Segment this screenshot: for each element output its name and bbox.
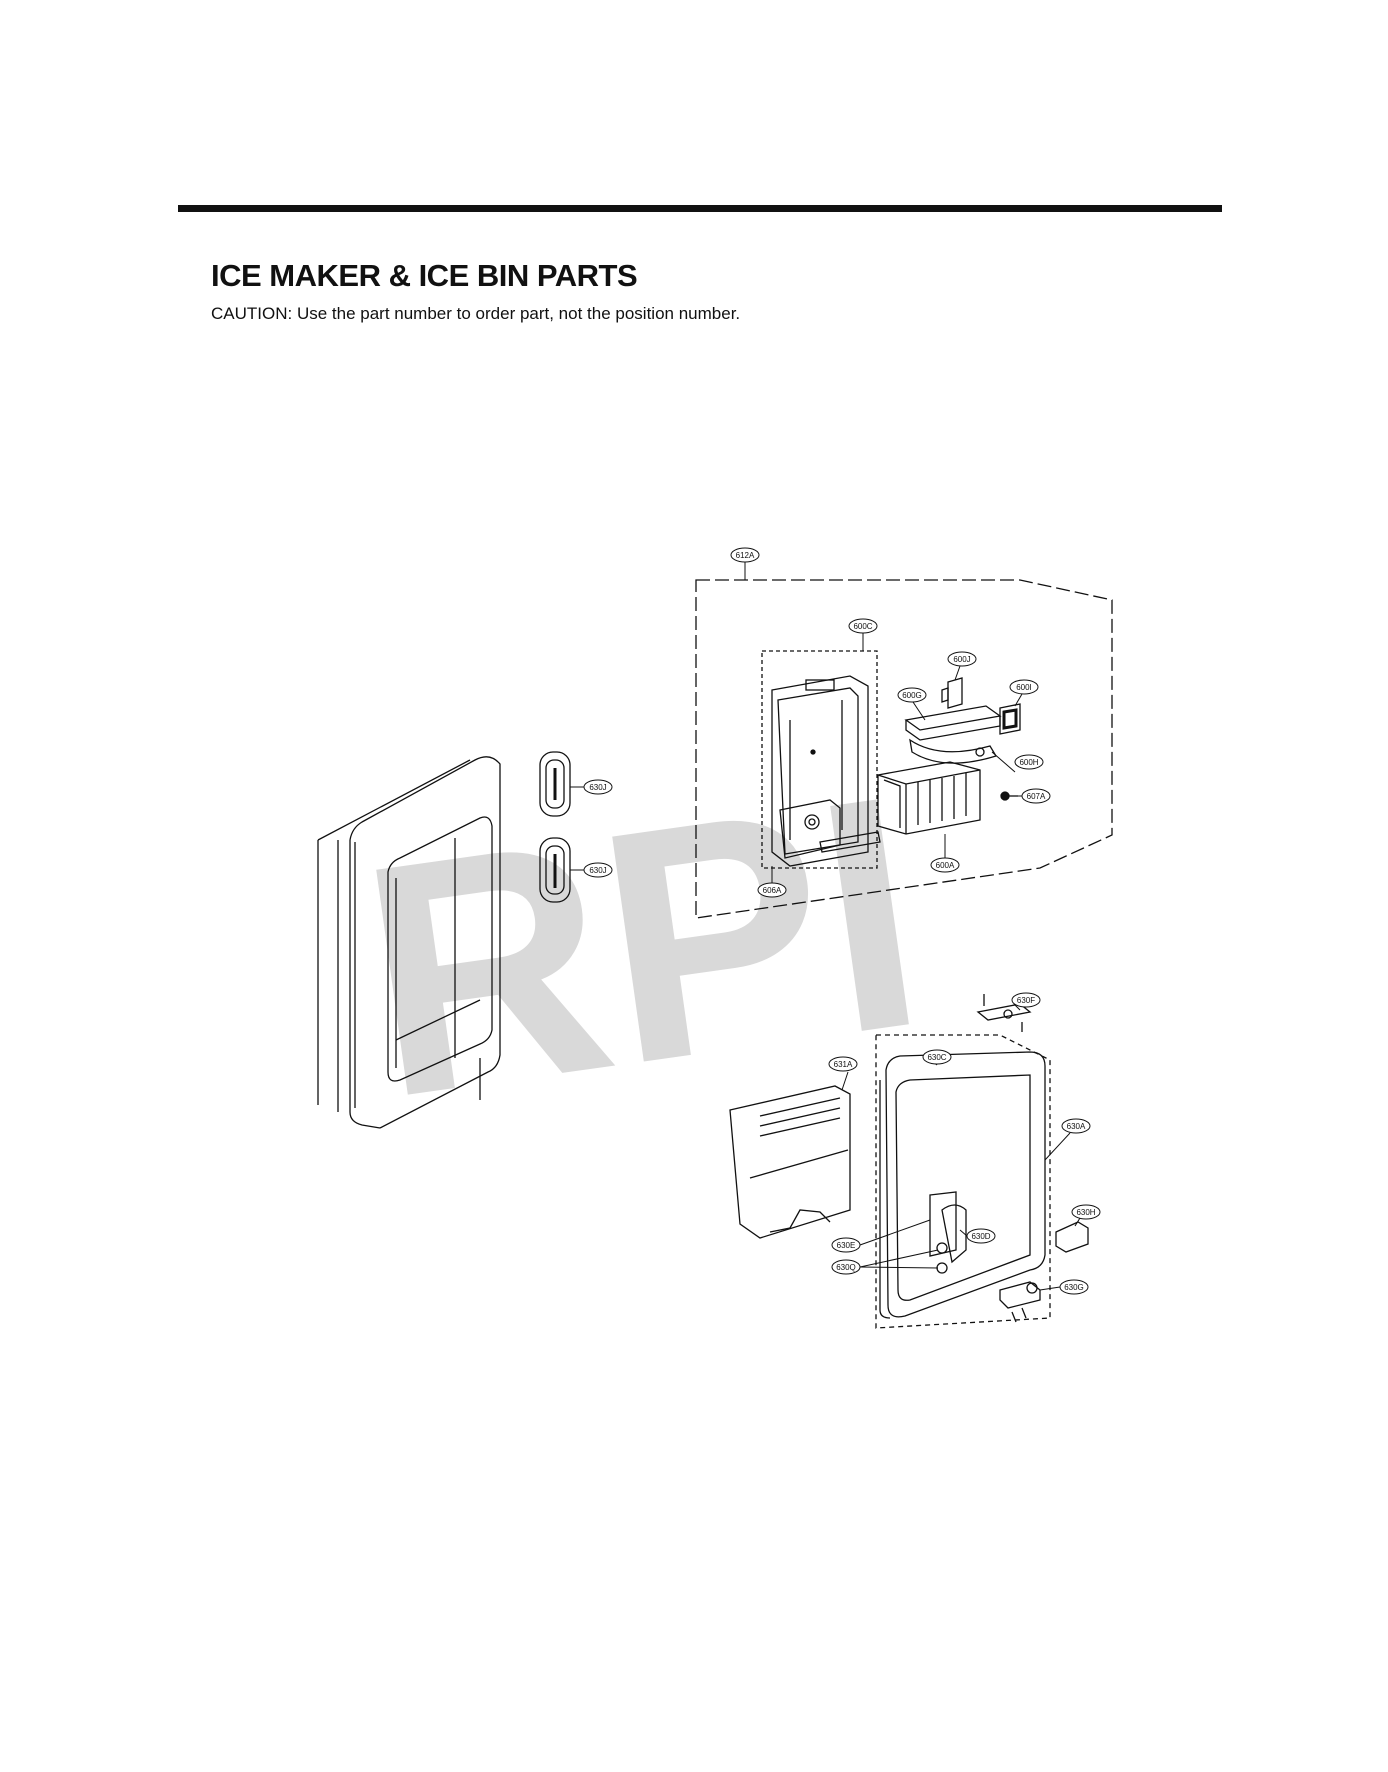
svg-text:606A: 606A bbox=[763, 886, 782, 895]
svg-text:630F: 630F bbox=[1017, 996, 1035, 1005]
svg-text:630E: 630E bbox=[837, 1241, 856, 1250]
callout-606A: 606A bbox=[757, 882, 787, 898]
callout-630E: 630E bbox=[831, 1237, 861, 1253]
svg-text:630C: 630C bbox=[927, 1053, 946, 1062]
part-600A-drawing bbox=[877, 761, 981, 835]
callout-630Q: 630Q bbox=[831, 1259, 861, 1275]
svg-text:607A: 607A bbox=[1027, 792, 1046, 801]
part-630G-drawing bbox=[999, 1281, 1041, 1323]
svg-text:600G: 600G bbox=[902, 691, 922, 700]
callout-607A: 607A bbox=[1021, 788, 1051, 804]
part-607A-drawing bbox=[1000, 791, 1018, 801]
gasket-630J-upper-drawing bbox=[539, 751, 571, 817]
svg-text:630J: 630J bbox=[589, 783, 606, 792]
svg-text:630H: 630H bbox=[1076, 1208, 1095, 1217]
ice-maker-assembly-frame bbox=[695, 579, 1113, 919]
svg-text:630G: 630G bbox=[1064, 1283, 1084, 1292]
callout-630G: 630G bbox=[1059, 1279, 1089, 1295]
part-600G-drawing bbox=[904, 705, 1002, 764]
svg-text:600I: 600I bbox=[1016, 683, 1032, 692]
freezer-door-drawing bbox=[317, 756, 501, 1129]
svg-text:600C: 600C bbox=[853, 622, 872, 631]
svg-text:630Q: 630Q bbox=[836, 1263, 856, 1272]
part-600J-drawing bbox=[941, 677, 963, 709]
part-630H-drawing bbox=[1055, 1221, 1089, 1253]
callout-600J: 600J bbox=[947, 651, 977, 667]
watermark-text: RPI bbox=[344, 725, 940, 1167]
part-600I-drawing bbox=[999, 703, 1021, 735]
caution-note: CAUTION: Use the part number to order pa… bbox=[211, 304, 741, 323]
callout-630A: 630A bbox=[1061, 1118, 1091, 1134]
callout-600C: 600C bbox=[848, 618, 878, 634]
callout-630F: 630F bbox=[1011, 992, 1041, 1008]
svg-text:630D: 630D bbox=[971, 1232, 990, 1241]
callout-630C: 630C bbox=[922, 1049, 952, 1065]
bracket-group-frame bbox=[761, 650, 878, 869]
callout-600I: 600I bbox=[1009, 679, 1039, 695]
callout-630J-upper: 630J bbox=[583, 779, 613, 795]
watermark: RPI bbox=[344, 725, 940, 1167]
header-rule bbox=[178, 205, 1222, 212]
svg-text:612A: 612A bbox=[736, 551, 755, 560]
part-631A-drawing bbox=[729, 1085, 851, 1239]
ice-bin-door-drawing bbox=[879, 1051, 1046, 1319]
callout-600H: 600H bbox=[1014, 754, 1044, 770]
callout-612A: 612A bbox=[730, 547, 760, 563]
svg-text:600H: 600H bbox=[1019, 758, 1038, 767]
callout-600G: 600G bbox=[897, 687, 927, 703]
svg-text:631A: 631A bbox=[834, 1060, 853, 1069]
ice-bin-door-frame bbox=[875, 1034, 1051, 1329]
svg-text:600J: 600J bbox=[953, 655, 970, 664]
callout-631A: 631A bbox=[828, 1056, 858, 1072]
ice-maker-bracket-drawing bbox=[771, 675, 881, 867]
leader-lines bbox=[570, 562, 1081, 1291]
page-title: ICE MAKER & ICE BIN PARTS bbox=[211, 258, 638, 293]
callout-labels: 612A 600C 600J 600G 600I 600H 607A 600A … bbox=[583, 547, 1101, 1295]
part-630F-drawing bbox=[976, 994, 1032, 1032]
callout-630H: 630H bbox=[1071, 1204, 1101, 1220]
svg-text:630J: 630J bbox=[589, 866, 606, 875]
svg-text:630A: 630A bbox=[1067, 1122, 1086, 1131]
svg-text:600A: 600A bbox=[936, 861, 955, 870]
callout-600A: 600A bbox=[930, 857, 960, 873]
callout-630J-lower: 630J bbox=[583, 862, 613, 878]
callout-630D: 630D bbox=[966, 1228, 996, 1244]
